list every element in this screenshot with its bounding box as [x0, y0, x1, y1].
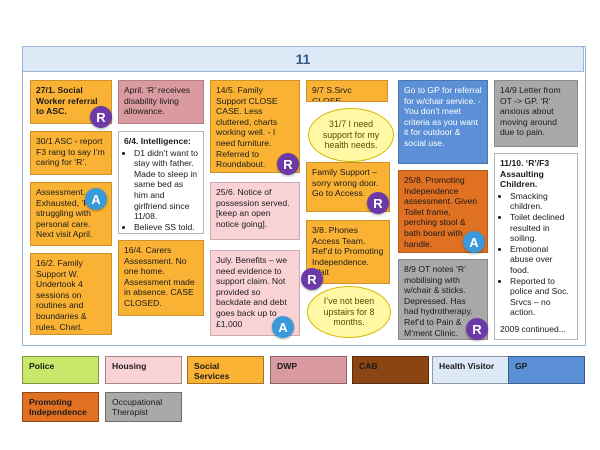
note-ot-letter: 14/9 Letter from OT -> GP. ‘R’ anxious a… — [494, 80, 578, 147]
note-family-support-close: 14/5. Family Support CLOSE CASE. Less cl… — [210, 80, 300, 173]
a-badge: A — [85, 188, 107, 210]
legend-gp: GP — [508, 356, 585, 384]
r-badge: R — [90, 106, 112, 128]
note-benefits: July. Benefits – we need evidence to sup… — [210, 250, 300, 336]
note-promoting-independence: 25/8. Promoting Independence assessment.… — [398, 170, 488, 253]
note-disability-allowance: April. ‘R’ receives disability living al… — [118, 80, 204, 124]
note-possession-notice: 25/6. Notice of possession served. [keep… — [210, 182, 300, 240]
note-access-team: 3/8. Phones Access Team. Ref’d to Promot… — [306, 220, 390, 284]
r-badge: R — [466, 318, 488, 340]
note-family-support-w: 16/2. Family Support W. Undertook 4 sess… — [30, 253, 112, 335]
legend-cab: CAB — [352, 356, 429, 384]
r-badge: R — [301, 268, 323, 290]
speech-bubble-upstairs: I’ve not been upstairs for 8 months. — [307, 286, 391, 338]
legend-occupational-therapist: Occupational Therapist — [105, 392, 182, 422]
note-carers-assessment: 16/4. Carers Assessment. No one home. As… — [118, 240, 204, 316]
note-gp-referral: Go to GP for referral for w/chair servic… — [398, 80, 488, 164]
timeline-panel — [22, 46, 586, 346]
note-assault-title: 11/10. ‘R’/F3 Assaulting Children. — [500, 158, 550, 190]
r-badge: R — [277, 153, 299, 175]
note-intelligence: 6/4. Intelligence: D1 didn’t want to sta… — [118, 131, 204, 234]
note-assault-item: Reported to police and Soc. Srvcs – no a… — [510, 276, 572, 318]
note-assaulting-children: 11/10. ‘R’/F3 Assaulting Children. Smack… — [494, 153, 578, 340]
legend-health-visitor: Health Visitor — [432, 356, 509, 384]
note-ot-notes: 8/9 OT notes ‘R’ mobilising with w/chair… — [398, 259, 488, 340]
note-intelligence-item: Believe SS told. — [134, 222, 198, 233]
note-ssrvc-close: 9/7 S.Srvc CLOSE. — [306, 80, 388, 102]
note-intelligence-title: 6/4. Intelligence: — [124, 136, 191, 146]
note-assault-item: Toilet declined resulted in soiling. — [510, 212, 572, 244]
r-badge: R — [367, 192, 389, 214]
note-assault-item: Smacking children. — [510, 191, 572, 212]
note-assault-footer: 2009 continued... — [500, 324, 566, 335]
a-badge: A — [272, 316, 294, 338]
legend-police: Police — [22, 356, 99, 384]
legend-social-services: Social Services — [187, 356, 264, 384]
note-intelligence-item: D1 didn’t want to stay with father. Made… — [134, 148, 198, 222]
timeline-header: 11 — [22, 46, 584, 72]
legend-dwp: DWP — [270, 356, 347, 384]
legend-promoting-independence: Promoting Independence — [22, 392, 99, 422]
a-badge: A — [463, 231, 485, 253]
note-social-worker-referral: 27/1. Social Worker referral to ASC. — [30, 80, 112, 124]
speech-bubble-health-needs: 31/7 I need support for my health needs. — [308, 108, 394, 162]
note-asc-report: 30/1 ASC - report F3 rang to say I’m car… — [30, 131, 112, 175]
legend-housing: Housing — [105, 356, 182, 384]
note-assault-item: Emotional abuse over food. — [510, 244, 572, 276]
